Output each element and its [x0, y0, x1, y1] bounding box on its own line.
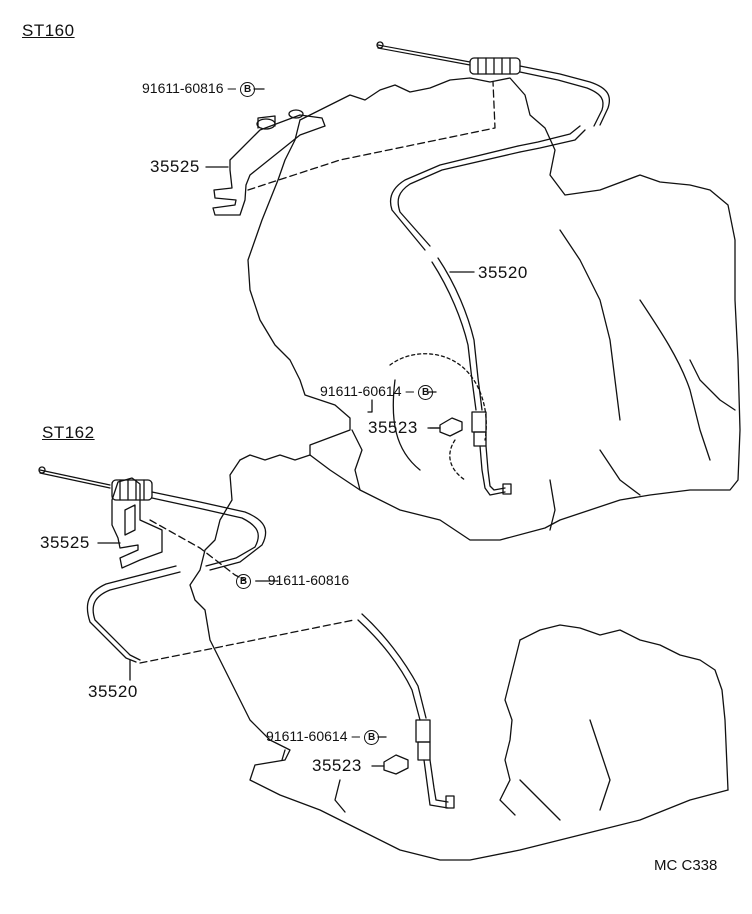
section-title-st162: ST162: [42, 423, 95, 442]
top-bracket-dashed-guide: [247, 81, 496, 191]
bolt-marker-icon: B: [418, 384, 434, 400]
part-number-bottom-lower-bolt: 91611-60614: [266, 728, 348, 744]
section-title-st160: ST160: [22, 21, 75, 40]
top-transaxle-outline: [247, 77, 741, 541]
top-bracket-35525: [212, 109, 326, 216]
bolt-marker-icon: B: [240, 81, 256, 97]
bottom-clip-35523: [383, 754, 409, 775]
top-cable-35520: [376, 41, 611, 496]
part-number-top-cable: 35520: [478, 263, 528, 282]
part-number-top-clip: 35523: [368, 418, 418, 437]
part-number-bottom-bracket: 35525: [40, 533, 90, 552]
callout-bottom-bolt: B – 91611-60816: [236, 573, 349, 589]
bolt-marker-icon: B: [236, 573, 251, 589]
bottom-cable-35520: [38, 466, 455, 809]
part-number-top-bracket: 35525: [150, 157, 200, 176]
top-clip-35523: [429, 417, 463, 437]
part-number-top-lower-bolt: 91611-60614: [320, 383, 402, 399]
bottom-bracket-dashed-guide: [149, 519, 246, 581]
bottom-transaxle-outline: [189, 454, 729, 861]
part-number-bottom-bolt: 91611-60816: [267, 572, 350, 588]
top-lower-bolt-leader: [367, 399, 373, 413]
bottom-cable-dashed-guide: [139, 619, 355, 664]
callout-top-bolt: 91611-60816 – B: [142, 80, 256, 97]
part-number-top-bolt: 91611-60816: [142, 80, 224, 96]
callout-top-lower-bolt: 91611-60614 – B: [320, 383, 434, 400]
part-number-bottom-clip: 35523: [312, 756, 362, 775]
callout-bottom-lower-bolt: 91611-60614 – B: [266, 728, 380, 745]
diagram-code: MC C338: [654, 857, 718, 874]
part-number-bottom-cable: 35520: [88, 682, 138, 701]
bolt-marker-icon: B: [364, 729, 380, 745]
